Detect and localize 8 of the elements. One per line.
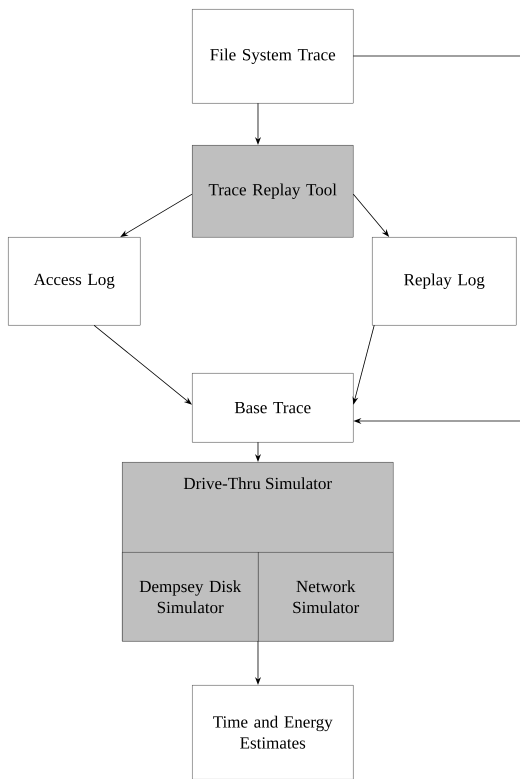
process-box: File System Trace <box>192 9 354 104</box>
process-box: Base Trace <box>192 373 354 442</box>
tool-box: Trace Replay Tool <box>192 145 354 238</box>
process-box: Access Log <box>8 237 140 326</box>
simulator-box: Network Simulator <box>258 552 394 642</box>
process-box: Time and Energy Estimates <box>192 685 354 779</box>
simulator-box: Dempsey Disk Simulator <box>122 552 258 642</box>
process-box: Replay Log <box>372 237 516 326</box>
